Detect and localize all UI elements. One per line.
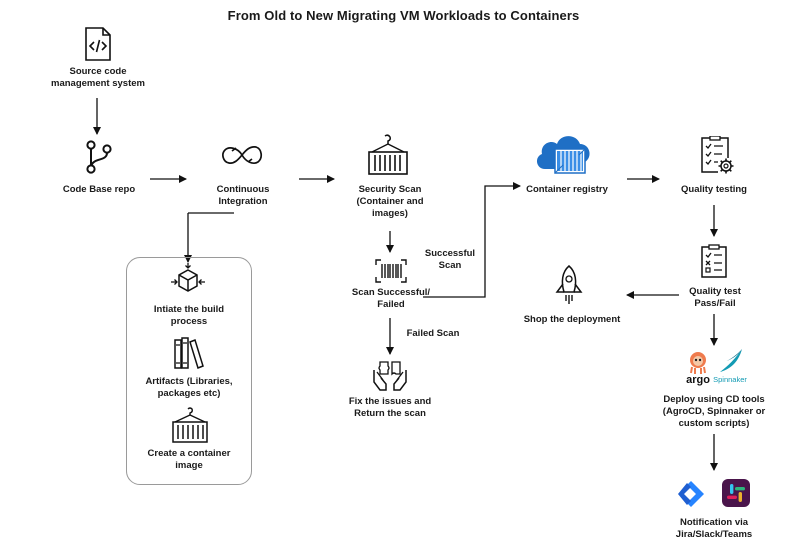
build-stage-group <box>126 257 252 485</box>
code-base-label: Code Base repo <box>62 184 136 195</box>
container-scan-icon <box>368 134 408 175</box>
library-books-icon <box>174 337 204 369</box>
argo-octopus-icon <box>690 352 706 374</box>
failed-scan-label: Failed Scan <box>406 328 460 339</box>
puzzle-hands-icon <box>373 361 407 391</box>
scan-result-label: Scan Successful/Failed <box>351 287 431 310</box>
code-file-icon <box>85 27 111 61</box>
diagram-title: From Old to New Migrating VM Workloads t… <box>227 8 580 23</box>
test-checklist-icon <box>701 244 727 278</box>
argo-logo-text: argo <box>686 374 710 386</box>
stop-deployment-label: Shop the deployment <box>523 314 621 325</box>
slack-icon <box>722 479 750 507</box>
spinnaker-sail-icon <box>720 349 742 372</box>
build-package-icon <box>171 263 205 292</box>
ci-loop-icon <box>222 146 262 165</box>
container-registry-icon <box>536 136 590 174</box>
arrow-scan-to-registry <box>423 182 521 298</box>
jira-icon <box>678 481 704 507</box>
container-registry-label: Container registry <box>526 184 608 195</box>
checklist-gear-icon <box>701 136 734 174</box>
quality-testing-label: Quality testing <box>681 184 747 195</box>
git-branch-icon <box>86 140 112 174</box>
rocket-icon <box>555 265 583 304</box>
deploy-cd-label: Deploy using CD tools(AgroCD, Spinnaker … <box>662 394 766 429</box>
artifacts-label: Artifacts (Libraries,packages etc) <box>145 376 233 399</box>
barcode-scan-icon <box>375 259 407 283</box>
spinnaker-logo-text: Spinnaker <box>713 375 747 384</box>
container-image-icon <box>172 407 208 443</box>
